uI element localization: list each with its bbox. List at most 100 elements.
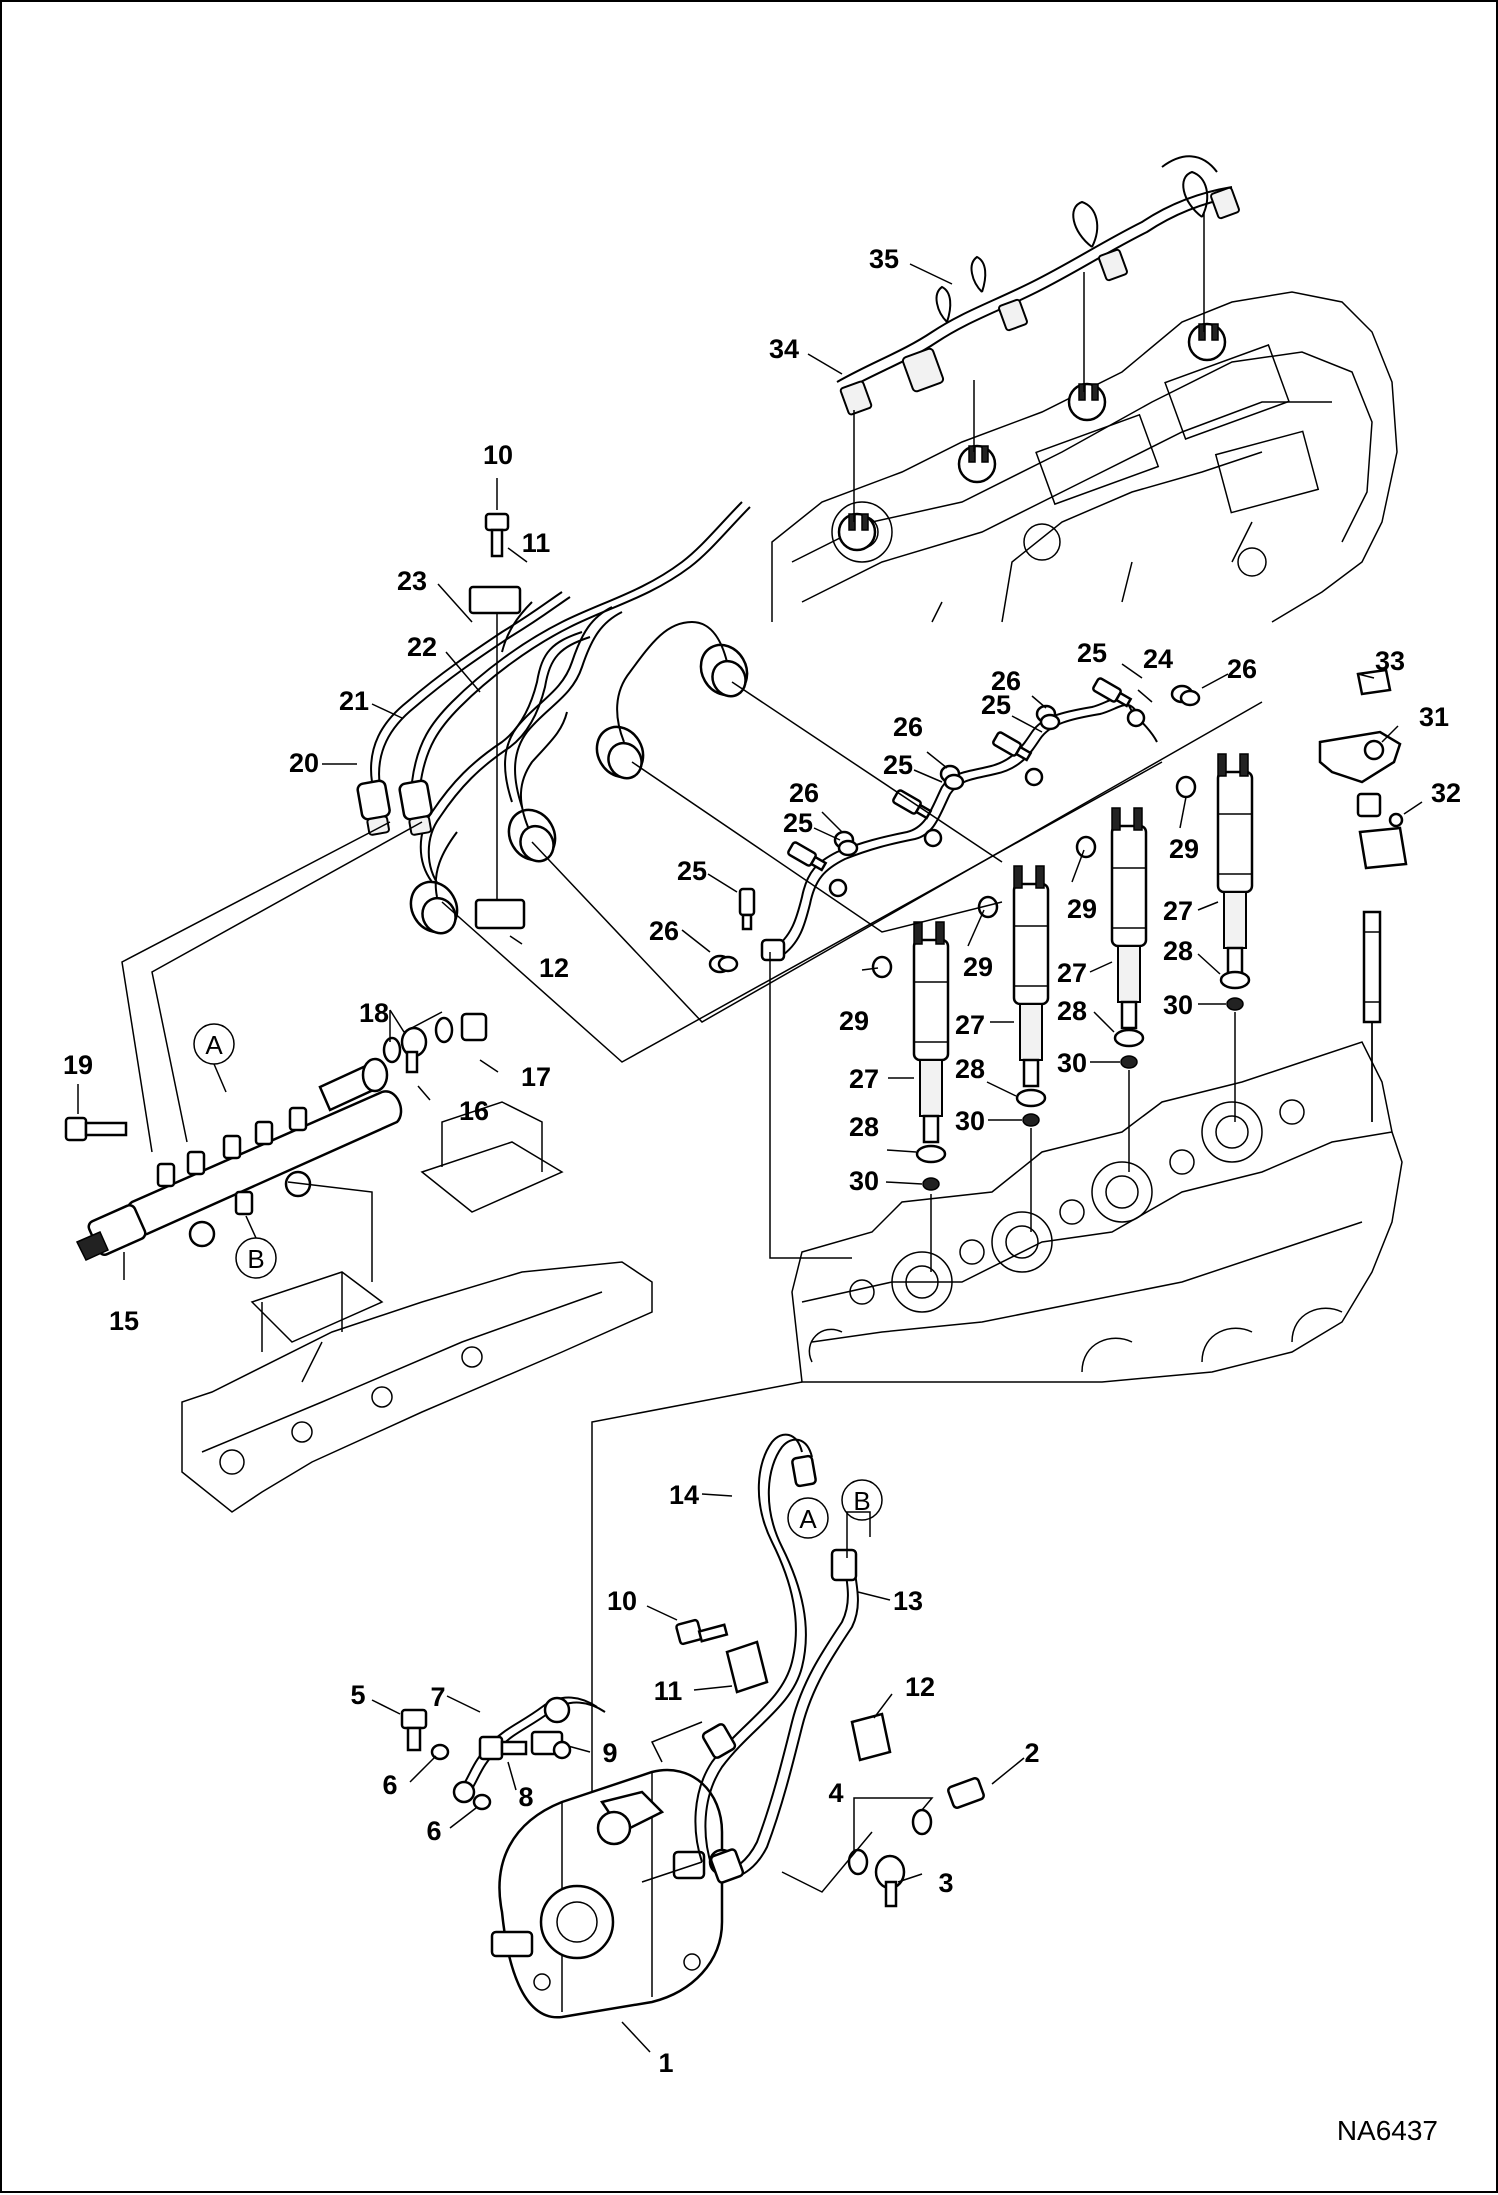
callout-15: 15	[109, 1306, 139, 1336]
callout-30: 30	[955, 1106, 985, 1136]
banjo-fitting-2-3-4	[847, 1777, 985, 1908]
injector-top-4	[1187, 322, 1227, 362]
callout-25: 25	[783, 808, 813, 838]
callout-26: 26	[1227, 654, 1257, 684]
gasket-pair-1	[708, 954, 739, 974]
reference-letter: B	[853, 1486, 870, 1516]
high-pressure-pipe-14	[694, 1433, 817, 1868]
callout-29: 29	[1067, 894, 1097, 924]
banjo-fitting-4	[1126, 708, 1146, 728]
callout-28: 28	[1057, 996, 1087, 1026]
callout-19: 19	[63, 1050, 93, 1080]
leak-off-bolt-2	[787, 841, 828, 872]
leak-off-bolt-5	[1092, 677, 1133, 708]
head-cover-top-view	[771, 291, 1398, 623]
reference-circle-a-lower: A	[787, 1497, 829, 1539]
callout-11: 11	[522, 528, 551, 558]
callout-25: 25	[1077, 638, 1107, 668]
leak-off-return-line	[708, 677, 1201, 974]
leak-off-bolt-1	[738, 887, 756, 931]
gasket-pair-4	[1035, 704, 1061, 731]
gasket-pair-2	[833, 830, 859, 857]
injector-clamp-assembly	[1318, 668, 1408, 1122]
callout-30: 30	[1057, 1048, 1087, 1078]
callout-30: 30	[849, 1166, 879, 1196]
injector-3	[1075, 807, 1148, 1030]
banjo-fitting-2	[923, 828, 943, 848]
callout-25: 25	[883, 750, 913, 780]
callout-34: 34	[769, 334, 799, 364]
banjo-fitting-3	[1024, 767, 1044, 787]
injector-wiring-harness	[836, 155, 1240, 522]
injector-top-3	[1067, 382, 1107, 422]
callout-29: 29	[839, 1006, 869, 1036]
callout-10: 10	[483, 440, 513, 470]
callout-23: 23	[397, 566, 427, 596]
callout-8: 8	[518, 1782, 533, 1812]
tube-clip-lower	[474, 898, 526, 930]
callout-12: 12	[539, 953, 569, 983]
leader-lines	[77, 263, 1423, 2053]
seal-ring-29-1	[871, 955, 893, 979]
callout-30: 30	[1163, 990, 1193, 1020]
callout-32: 32	[1431, 778, 1461, 808]
reference-letter: A	[799, 1504, 817, 1534]
callout-18: 18	[359, 998, 389, 1028]
callout-25: 25	[677, 856, 707, 886]
callout-21: 21	[339, 686, 369, 716]
callout-26: 26	[649, 916, 679, 946]
bolt-10-top	[484, 512, 510, 558]
injector-4	[1175, 753, 1254, 976]
callout-4: 4	[828, 1778, 843, 1808]
rail-ports	[156, 1106, 308, 1216]
callout-22: 22	[407, 632, 437, 662]
tube-clip-upper	[468, 585, 522, 615]
leak-off-bolt-3	[892, 789, 933, 820]
injector-2	[977, 865, 1050, 1088]
callout-9: 9	[602, 1738, 617, 1768]
injection-lines	[356, 501, 751, 935]
fuel-inlet-tube-7	[400, 1696, 606, 1811]
cylinder-head	[791, 1041, 1403, 1383]
callout-13: 13	[893, 1586, 923, 1616]
callout-31: 31	[1419, 702, 1449, 732]
callout-27: 27	[955, 1010, 985, 1040]
gasket-pair-3	[939, 764, 965, 791]
reference-circle-b-lower: B	[841, 1479, 883, 1521]
callout-1: 1	[658, 2048, 673, 2078]
callout-7: 7	[430, 1682, 445, 1712]
routing-lines	[121, 681, 1373, 1893]
reference-letter: A	[205, 1030, 223, 1060]
callout-25: 25	[981, 690, 1011, 720]
injector-seals	[915, 970, 1251, 1272]
reference-letter: B	[247, 1244, 264, 1274]
callout-10: 10	[607, 1586, 637, 1616]
callout-35: 35	[869, 244, 899, 274]
common-rail	[64, 1012, 488, 1261]
injector-top-1	[837, 512, 877, 552]
callout-27: 27	[1163, 896, 1193, 926]
callout-2: 2	[1024, 1738, 1039, 1768]
callout-16: 16	[459, 1096, 489, 1126]
callout-3: 3	[938, 1868, 953, 1898]
callout-17: 17	[521, 1062, 551, 1092]
callout-26: 26	[893, 712, 923, 742]
callout-12: 12	[905, 1672, 935, 1702]
callout-14: 14	[669, 1480, 699, 1510]
injector-top-2	[957, 444, 997, 484]
rail-fitting-16-17-18	[382, 1012, 488, 1074]
callout-6: 6	[426, 1816, 441, 1846]
bolt-8	[478, 1735, 528, 1761]
callout-29: 29	[963, 952, 993, 982]
callout-26: 26	[991, 666, 1021, 696]
callout-26: 26	[789, 778, 819, 808]
drawing-code: NA6437	[1336, 2115, 1438, 2146]
banjo-fitting-1	[828, 878, 848, 898]
callout-labels: 35 34 10 11 23 22 21 20 12 25 25 25 25 2…	[63, 244, 1461, 2078]
seal-ring-29-4	[1175, 775, 1197, 799]
mounting-bolt-19	[64, 1116, 128, 1142]
callout-27: 27	[1057, 958, 1087, 988]
callout-5: 5	[350, 1680, 365, 1710]
